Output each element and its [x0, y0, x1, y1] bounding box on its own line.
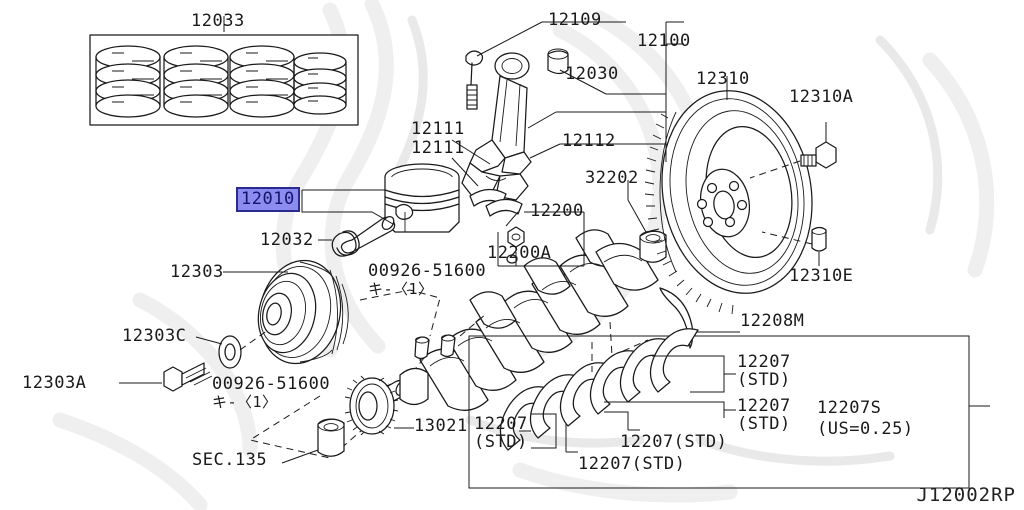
connecting-rod-group — [461, 21, 607, 217]
key-group — [248, 289, 487, 459]
label-main-bearing-set[interactable]: 12207S — [817, 398, 882, 418]
label-key-upper-note: キ-〈1〉 — [368, 280, 434, 298]
label-main-bearing-5-grade: (STD) — [474, 432, 528, 452]
label-pulley-bolt[interactable]: 12303A — [22, 373, 87, 393]
pulley-bolt — [119, 362, 213, 392]
label-main-bearing-2-grade: (STD) — [737, 414, 791, 434]
ring-stack — [229, 45, 295, 118]
label-flywheel-bolt[interactable]: 12310A — [789, 87, 854, 107]
flywheel-bolt — [749, 122, 837, 179]
label-crank-pulley[interactable]: 12303 — [170, 262, 224, 282]
label-key-lower[interactable]: 00926-51600 — [212, 374, 331, 394]
leader-lines — [223, 16, 740, 429]
label-main-bearing-4[interactable]: 12207(STD) — [578, 454, 686, 474]
oil-seal-group — [281, 418, 345, 464]
label-conrod-bearing-a[interactable]: 12111 — [411, 119, 465, 139]
label-snap-ring[interactable]: 12032 — [260, 230, 314, 250]
crank-pulley-group — [119, 259, 349, 392]
piston-ring-set-group — [89, 24, 359, 126]
label-crank-sprocket[interactable]: 13021 — [414, 416, 468, 436]
label-flywheel-dowel[interactable]: 12310E — [789, 266, 854, 286]
label-main-bearing-5[interactable]: 12207 — [474, 414, 528, 434]
main-bearing-group — [468, 321, 990, 489]
flywheel-group — [644, 86, 837, 315]
label-key-lower-note: キ-〈1〉 — [212, 393, 278, 411]
label-section-ref[interactable]: SEC.135 — [192, 450, 268, 470]
label-crankshaft-pin[interactable]: 12200A — [487, 243, 552, 263]
label-main-bearing-1[interactable]: 12207 — [737, 352, 791, 372]
diagram-id: J12002RP — [916, 484, 1016, 506]
label-conrod-assembly[interactable]: 12100 — [637, 31, 691, 51]
label-crankshaft[interactable]: 12200 — [530, 201, 584, 221]
label-pulley-washer[interactable]: 12303C — [122, 326, 187, 346]
label-key-upper[interactable]: 00926-51600 — [368, 261, 487, 281]
pilot-bushing-group — [627, 199, 667, 263]
crankshaft-group — [356, 226, 659, 416]
label-pilot-bushing[interactable]: 32202 — [585, 168, 639, 188]
label-conrod-bearing-b[interactable]: 12111 — [411, 138, 465, 158]
label-main-bearing-3[interactable]: 12207(STD) — [620, 432, 728, 452]
label-conrod-bush[interactable]: 12030 — [565, 64, 619, 84]
label-flywheel[interactable]: 12310 — [696, 69, 750, 89]
background-watermark — [52, 0, 995, 510]
label-main-bearing-1-grade: (STD) — [737, 370, 791, 390]
label-piston-ring-set[interactable]: 12033 — [191, 11, 245, 31]
piston-group — [301, 163, 460, 257]
label-piston-selected[interactable]: 12010 — [236, 187, 300, 212]
label-conrod-bolt[interactable]: 12109 — [548, 10, 602, 30]
label-main-bearing-set-grade: (US=0.25) — [817, 419, 914, 439]
pulley-washer — [195, 329, 269, 369]
label-conrod-cap[interactable]: 12112 — [562, 131, 616, 151]
label-thrust-washer[interactable]: 12208M — [740, 311, 805, 331]
ring-stack — [95, 45, 161, 118]
ring-stack — [163, 45, 229, 118]
flywheel-dowel — [761, 226, 827, 266]
ring-stack — [293, 52, 347, 115]
crank-sprocket-group — [344, 375, 412, 436]
thrust-washer-group — [659, 287, 726, 349]
label-main-bearing-2[interactable]: 12207 — [737, 396, 791, 416]
